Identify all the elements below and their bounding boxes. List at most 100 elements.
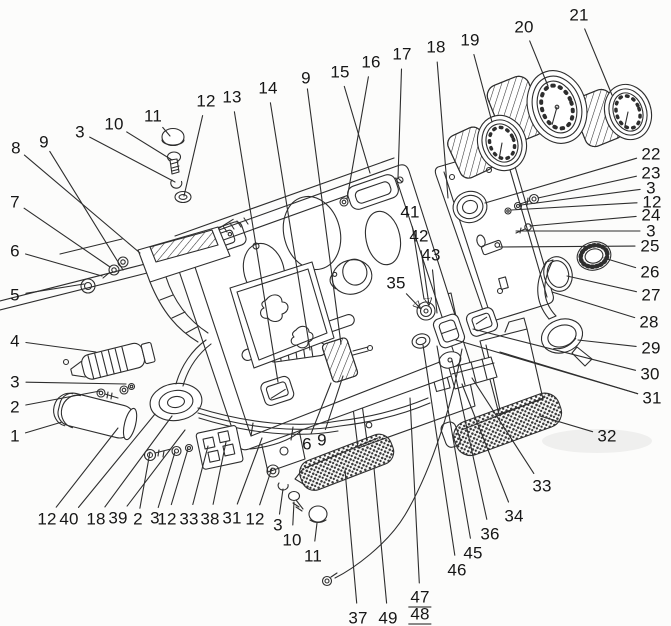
callout-27: 27 (641, 285, 661, 305)
callout-2: 2 (10, 397, 20, 417)
grommet (149, 382, 203, 422)
leader-line-38 (212, 441, 227, 505)
callout-12: 12 (157, 509, 177, 529)
gauge-hole-large (282, 195, 342, 271)
leader-line-4 (25, 341, 97, 353)
leader-line-36 (451, 359, 488, 520)
callout-14: 14 (258, 78, 278, 98)
leader-line-25 (499, 245, 636, 248)
leader-line-33 (192, 445, 209, 506)
callout-13: 13 (222, 87, 242, 107)
leader-line-9 (324, 375, 344, 431)
callout-12: 12 (642, 192, 662, 212)
gauge-center (526, 70, 588, 144)
leader-line-2 (25, 390, 101, 406)
leader-line-22 (484, 157, 638, 204)
callout-1: 1 (10, 426, 20, 446)
callout-43: 43 (421, 245, 441, 265)
leader-line-35 (405, 293, 420, 308)
callout-12: 12 (245, 509, 265, 529)
rocker-switch-a (432, 313, 466, 349)
callout-19: 19 (460, 30, 480, 50)
leader-lines (23, 28, 641, 604)
callout-31: 31 (642, 388, 662, 408)
cushion-pad-right (440, 392, 563, 457)
fuse-block (448, 356, 498, 390)
knurled-nut (576, 241, 612, 271)
callout-18: 18 (426, 37, 446, 57)
leader-line-19 (473, 53, 493, 123)
leader-line-12 (55, 427, 119, 508)
leader-line-11 (162, 126, 171, 137)
gauge-right (603, 83, 653, 141)
bottom-fasteners (143, 443, 328, 524)
leader-line-11 (314, 522, 318, 542)
leader-line-40 (77, 413, 156, 508)
leader-line-5 (25, 283, 85, 294)
leader-line-39 (126, 429, 186, 507)
leader-line-3 (89, 136, 176, 183)
leader-line-3 (520, 188, 641, 206)
leader-line-1 (24, 421, 63, 434)
callout-39: 39 (108, 508, 128, 528)
callout-15: 15 (330, 62, 350, 82)
callout-18: 18 (86, 509, 106, 529)
leader-line-3 (278, 488, 284, 515)
leader-line-7 (23, 207, 111, 268)
leader-line-27 (566, 275, 637, 293)
leader-line-47 (409, 397, 420, 584)
callout-30: 30 (640, 364, 660, 384)
leader-line-3 (25, 381, 127, 385)
callout-9: 9 (317, 430, 327, 450)
callout-38: 38 (200, 509, 220, 529)
callout-24: 24 (641, 205, 661, 225)
callout-34: 34 (504, 506, 524, 526)
callout-2: 2 (133, 509, 143, 529)
leader-line-18 (104, 415, 173, 508)
callout-48: 48 (408, 604, 432, 625)
leader-line-12 (183, 115, 204, 197)
leader-line-30 (472, 328, 637, 371)
callout-3: 3 (150, 508, 160, 528)
leader-line-41 (411, 226, 425, 300)
leader-line-21 (584, 28, 613, 96)
leader-line-46 (422, 344, 456, 556)
callout-10: 10 (282, 530, 302, 550)
leader-line-42 (420, 250, 429, 305)
callout-12: 12 (37, 509, 57, 529)
leader-line-6 (310, 382, 332, 435)
leader-line-34 (461, 383, 510, 503)
leader-line-32 (539, 415, 594, 433)
callout-42: 42 (409, 226, 429, 246)
leader-line-26 (603, 257, 637, 269)
leader-line-17 (397, 68, 403, 179)
callout-6: 6 (10, 241, 20, 261)
callout-36: 36 (480, 524, 500, 544)
callout-12: 12 (196, 91, 216, 111)
leader-line-12 (259, 467, 273, 506)
leader-line-6 (25, 253, 103, 277)
leader-line-10 (292, 501, 295, 526)
callout-45: 45 (463, 543, 483, 563)
callout-3: 3 (646, 178, 656, 198)
callout-26: 26 (640, 262, 660, 282)
leader-line-29 (577, 339, 637, 347)
leader-line-9 (306, 88, 342, 345)
callout-11: 11 (143, 106, 163, 126)
callout-3: 3 (75, 122, 85, 142)
callout-17: 17 (392, 44, 412, 64)
callout-41: 41 (400, 202, 420, 222)
callout-23: 23 (641, 163, 661, 183)
gauges (447, 70, 653, 179)
connector-block (195, 425, 244, 470)
leader-line-14 (269, 102, 311, 351)
motor-cylinder (53, 392, 138, 441)
callout-21: 21 (569, 5, 589, 25)
top-left-fasteners (161, 127, 192, 204)
oval-button (411, 333, 431, 349)
callout-5: 5 (10, 285, 20, 305)
leader-line-23 (537, 175, 637, 199)
leader-line-28 (551, 291, 636, 319)
leader-line-49 (373, 467, 388, 604)
